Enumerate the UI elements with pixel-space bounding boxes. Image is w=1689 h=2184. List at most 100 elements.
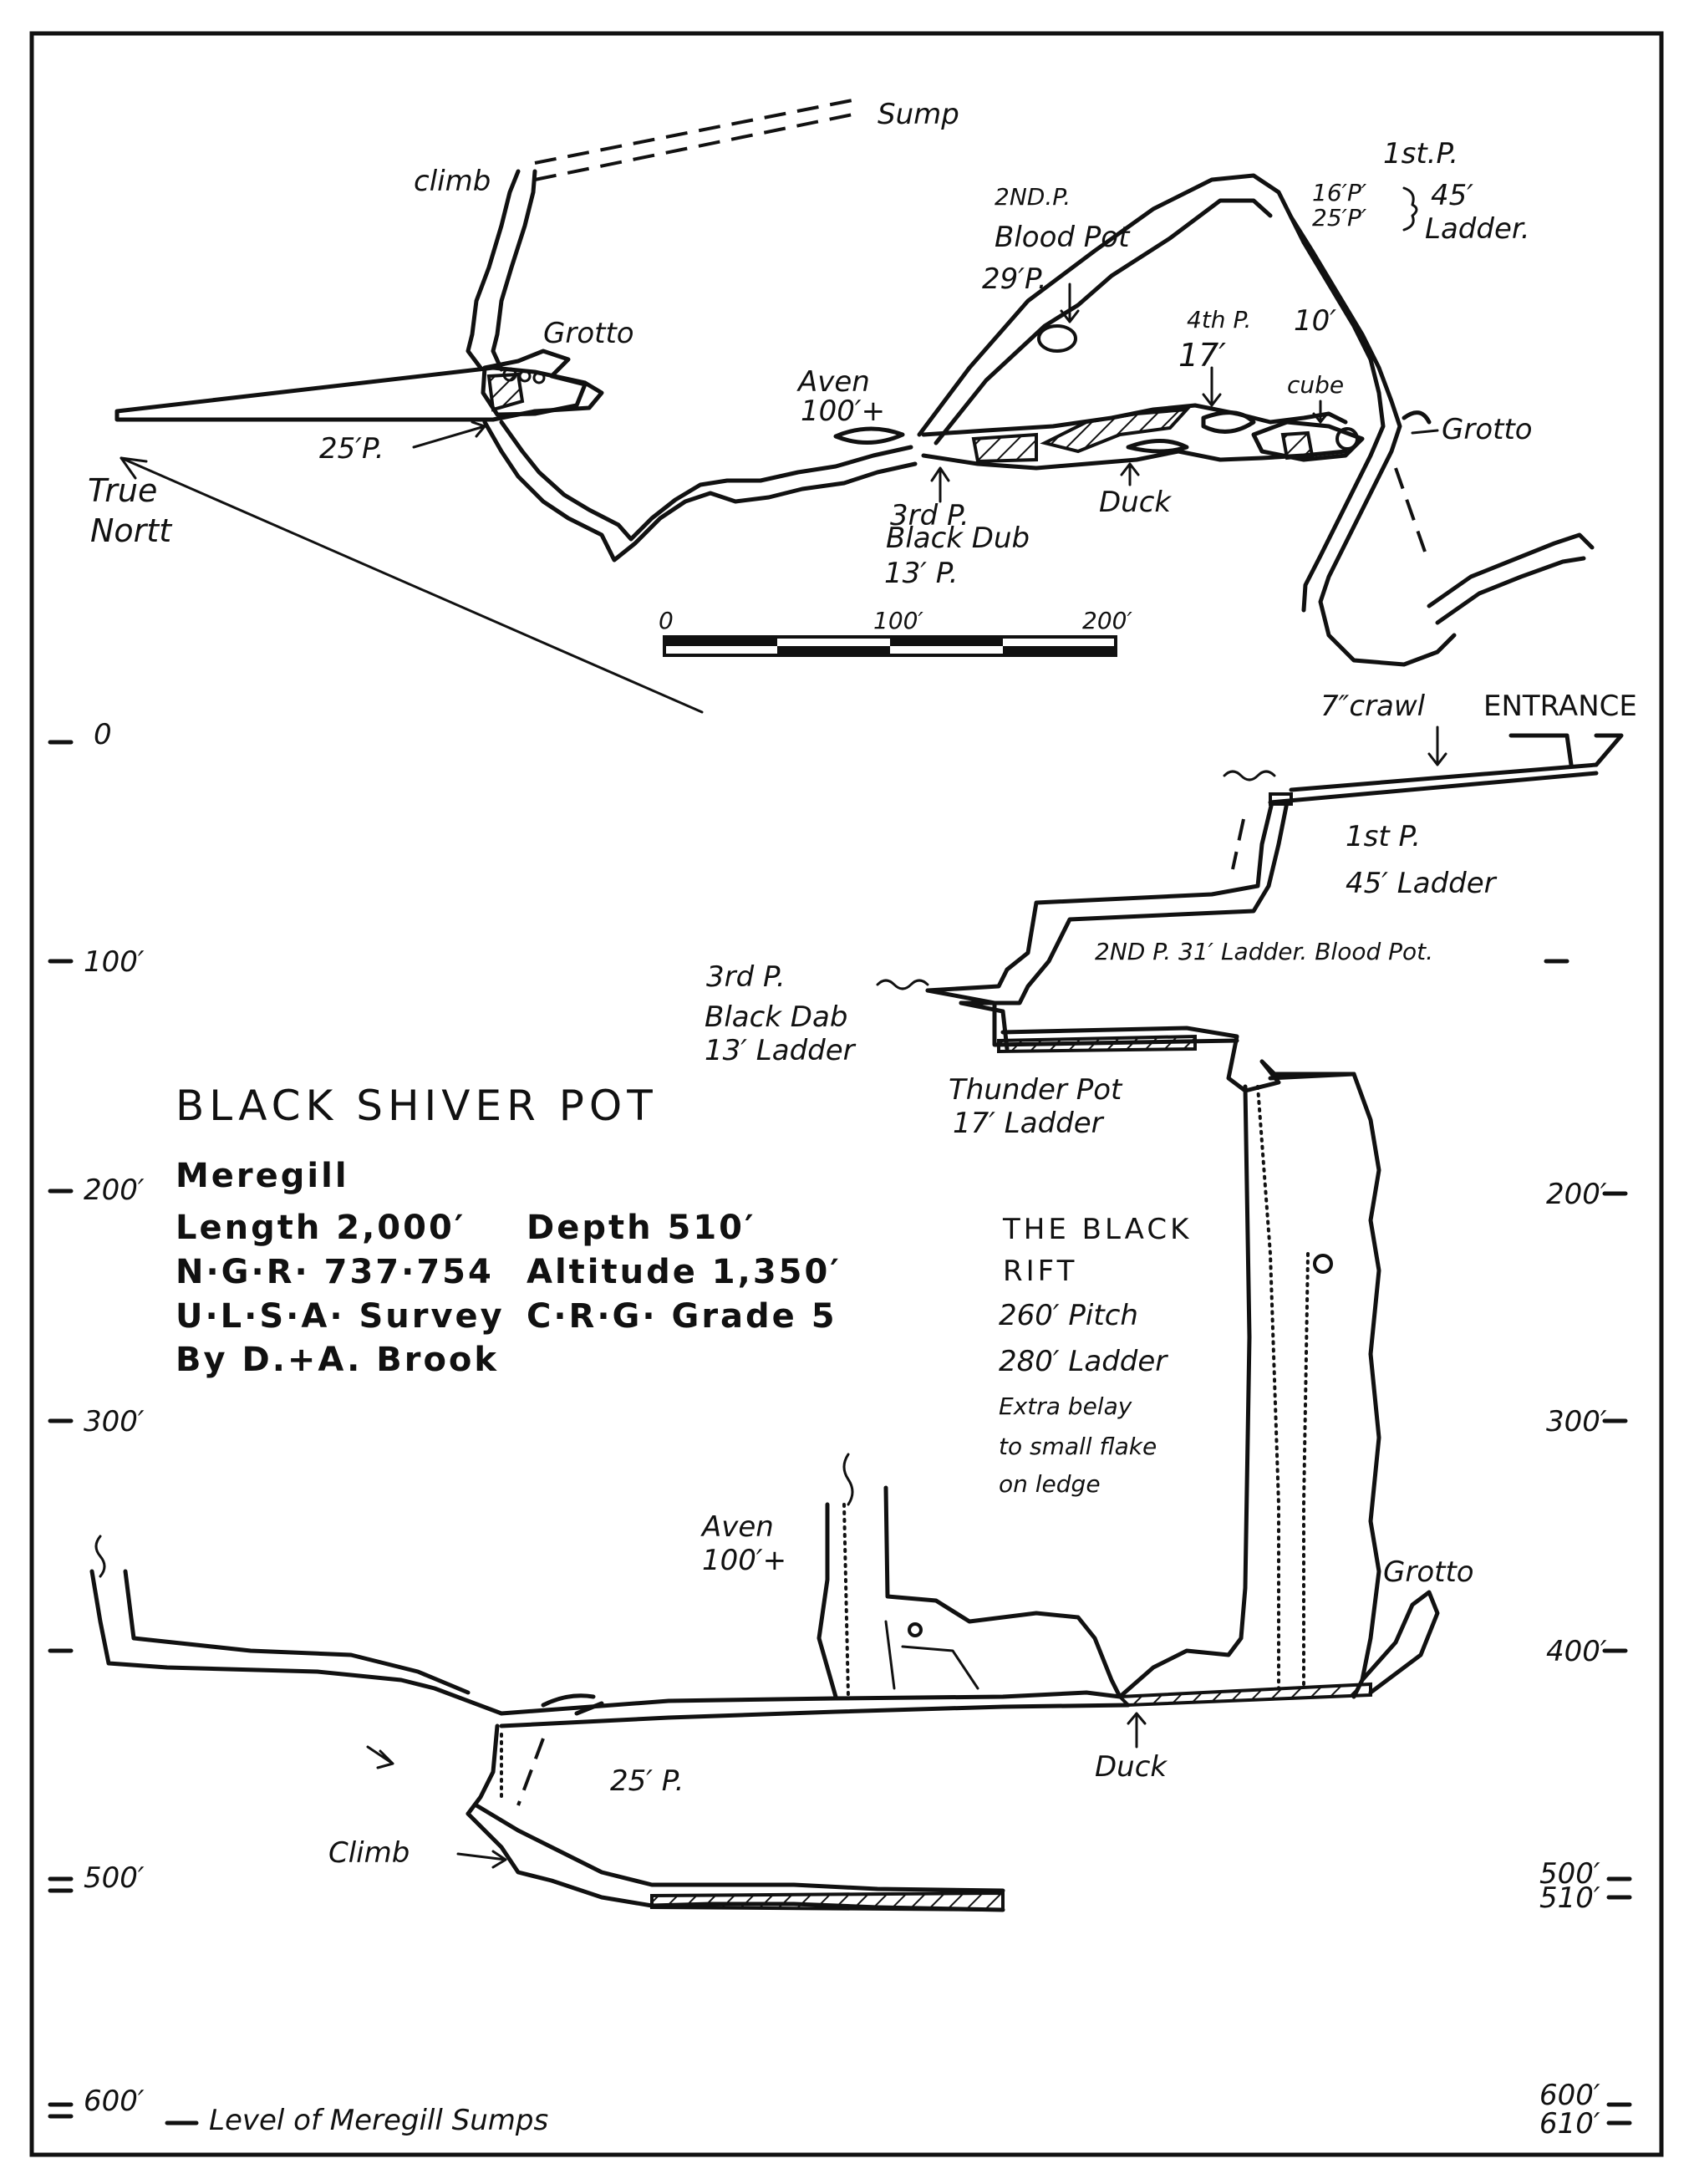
sec-25p-shaft: [465, 1723, 500, 1816]
sec-west-wavy: [94, 1535, 106, 1578]
sec-p3-wall-right: [959, 1000, 1010, 1051]
plan-south-loop-1: [482, 420, 918, 563]
sec-aven-boulders: [884, 1620, 979, 1690]
sec-rift-label-4: 280′ Ladder: [999, 1345, 1168, 1378]
plan-boulder-3: [532, 371, 546, 384]
plan-4th-pot: [1201, 410, 1256, 434]
section-view: [89, 733, 1624, 1912]
sec-crawl-wavy: [1223, 770, 1276, 781]
sec-stream-roof: [499, 1690, 1122, 1716]
sheet-border: [29, 31, 1664, 2157]
plan-entrance-branch-2: [1435, 556, 1586, 625]
sec-rift-label-6: to small flake: [999, 1433, 1157, 1460]
sec-west-roof: [89, 1569, 504, 1716]
sec-roof-flake: [541, 1693, 604, 1716]
plan-duck-arrow: [1120, 462, 1140, 486]
depth-left-0: 0: [94, 718, 112, 751]
depth-left-500: 500′: [84, 1861, 145, 1895]
plan-25p-label: 25′P.: [319, 432, 384, 466]
true-north-arrowhead: [120, 456, 148, 480]
true-north-arrow: [120, 456, 704, 714]
plan-p3-label: 3rd P.: [890, 499, 969, 532]
plan-p1-brace: [1402, 186, 1418, 232]
plan-aven-label: Aven: [796, 365, 870, 399]
plan-east-passage-1: [1289, 215, 1457, 667]
depth-right-400: 400′: [1546, 1635, 1607, 1668]
sec-rift-label-7: on ledge: [999, 1470, 1101, 1498]
sec-p3-label: 3rd P.: [706, 960, 786, 994]
scale-tick-100: 100′: [873, 607, 923, 634]
sec-aven-height-label: 100′+: [702, 1544, 786, 1577]
depth-right-300: 300′: [1546, 1405, 1607, 1438]
plan-grotto-east-label: Grotto: [1442, 413, 1533, 446]
plan-p4-depth-label: 17′: [1178, 337, 1226, 374]
plan-grotto-hatch: [486, 372, 525, 412]
sec-p1-ladder-label: 45′ Ladder: [1346, 867, 1498, 900]
plan-east-passage-2: [1301, 240, 1386, 613]
sec-lower-passage-top: [474, 1803, 1005, 1893]
plan-main-passage-north: [921, 403, 1348, 437]
plan-sump-dashes-2: [534, 111, 862, 181]
plan-grotto-east: [1402, 410, 1432, 425]
info-authors: By D.+A. Brook: [176, 1341, 499, 1379]
plan-aven-lens: [833, 426, 905, 445]
sec-crawl-label: 7″crawl: [1320, 690, 1426, 723]
sec-sump-hatch: [650, 1891, 1005, 1912]
plan-ne-passage-1: [917, 173, 1306, 437]
plan-cube-arrow: [1312, 400, 1329, 424]
sec-25p-label: 25′ P.: [610, 1764, 684, 1798]
depth-scale-right: [1544, 959, 1632, 2125]
sec-aven-left: [817, 1502, 838, 1699]
sec-rift-left-wall: [1117, 1084, 1252, 1699]
plan-sump-dashes-1: [534, 97, 862, 165]
plan-p3-depth-label: 13′ P.: [884, 557, 958, 590]
sec-aven-boulder: [908, 1622, 923, 1637]
scale-bar-seg-4: [1003, 646, 1116, 655]
plan-view: [114, 97, 1595, 714]
plan-dub-hatch: [971, 432, 1038, 464]
depth-scale-left: [48, 740, 74, 2119]
sec-stream-floor-hatch: [1116, 1682, 1372, 1708]
sec-crawl-arrow: [1427, 725, 1447, 766]
sec-p1-head: [1269, 792, 1293, 806]
sec-p3-wavy: [876, 979, 929, 990]
sec-rift-right-wall: [1351, 1072, 1381, 1699]
plan-p1-25-label: 25′P′: [1312, 204, 1367, 232]
sec-rift-dots-2: [1302, 1252, 1310, 1686]
plan-entrance-branch: [1427, 532, 1595, 608]
sec-duck-label: Duck: [1095, 1750, 1168, 1784]
sec-p1-label: 1st P.: [1346, 820, 1421, 853]
plan-25p-arrow: [412, 420, 486, 449]
survey-title: BLACK SHIVER POT: [176, 1082, 658, 1130]
plan-cube-boulder: [1335, 427, 1359, 451]
sec-p2-label: 2ND P. 31′ Ladder. Blood Pot.: [1095, 938, 1433, 965]
depth-left-200: 200′: [84, 1173, 145, 1207]
info-survey: U·L·S·A· Survey: [176, 1297, 505, 1336]
depth-right-610: 610′: [1539, 2107, 1600, 2141]
sec-rift-label-2: RIFT: [1003, 1255, 1077, 1288]
plan-p2-label: 2ND.P.: [995, 183, 1071, 211]
plan-mid-hatch: [1040, 407, 1191, 454]
plan-north-label: Nortt: [90, 512, 173, 549]
depth-left-100: 100′: [84, 945, 145, 979]
sec-25p-dash: [516, 1738, 545, 1806]
plan-east-dashes: [1394, 467, 1427, 552]
plan-p1-45-label: 45′: [1431, 179, 1473, 212]
info-grade: C·R·G· Grade 5: [527, 1297, 837, 1336]
info-length: Length 2,000′: [176, 1209, 465, 1247]
depth-right-510: 510′: [1539, 1881, 1600, 1915]
plan-p1-ladder-label: Ladder.: [1425, 212, 1530, 246]
depth-right-600: 600′: [1539, 2079, 1600, 2112]
scale-tick-200: 200′: [1082, 607, 1132, 634]
plan-climb-label: climb: [414, 165, 491, 198]
sec-entrance-crawl-top: [1289, 762, 1599, 792]
scale-tick-0: 0: [659, 607, 674, 634]
plan-duck-label: Duck: [1099, 486, 1172, 519]
plan-cube-10-label: 10′: [1294, 304, 1336, 338]
sec-west-floor: [123, 1569, 471, 1695]
sec-duck-arrow: [1127, 1712, 1147, 1749]
scale-bar-seg-2: [777, 646, 890, 655]
plan-cube-hatch: [1280, 430, 1315, 461]
sec-grotto-label: Grotto: [1383, 1555, 1474, 1589]
